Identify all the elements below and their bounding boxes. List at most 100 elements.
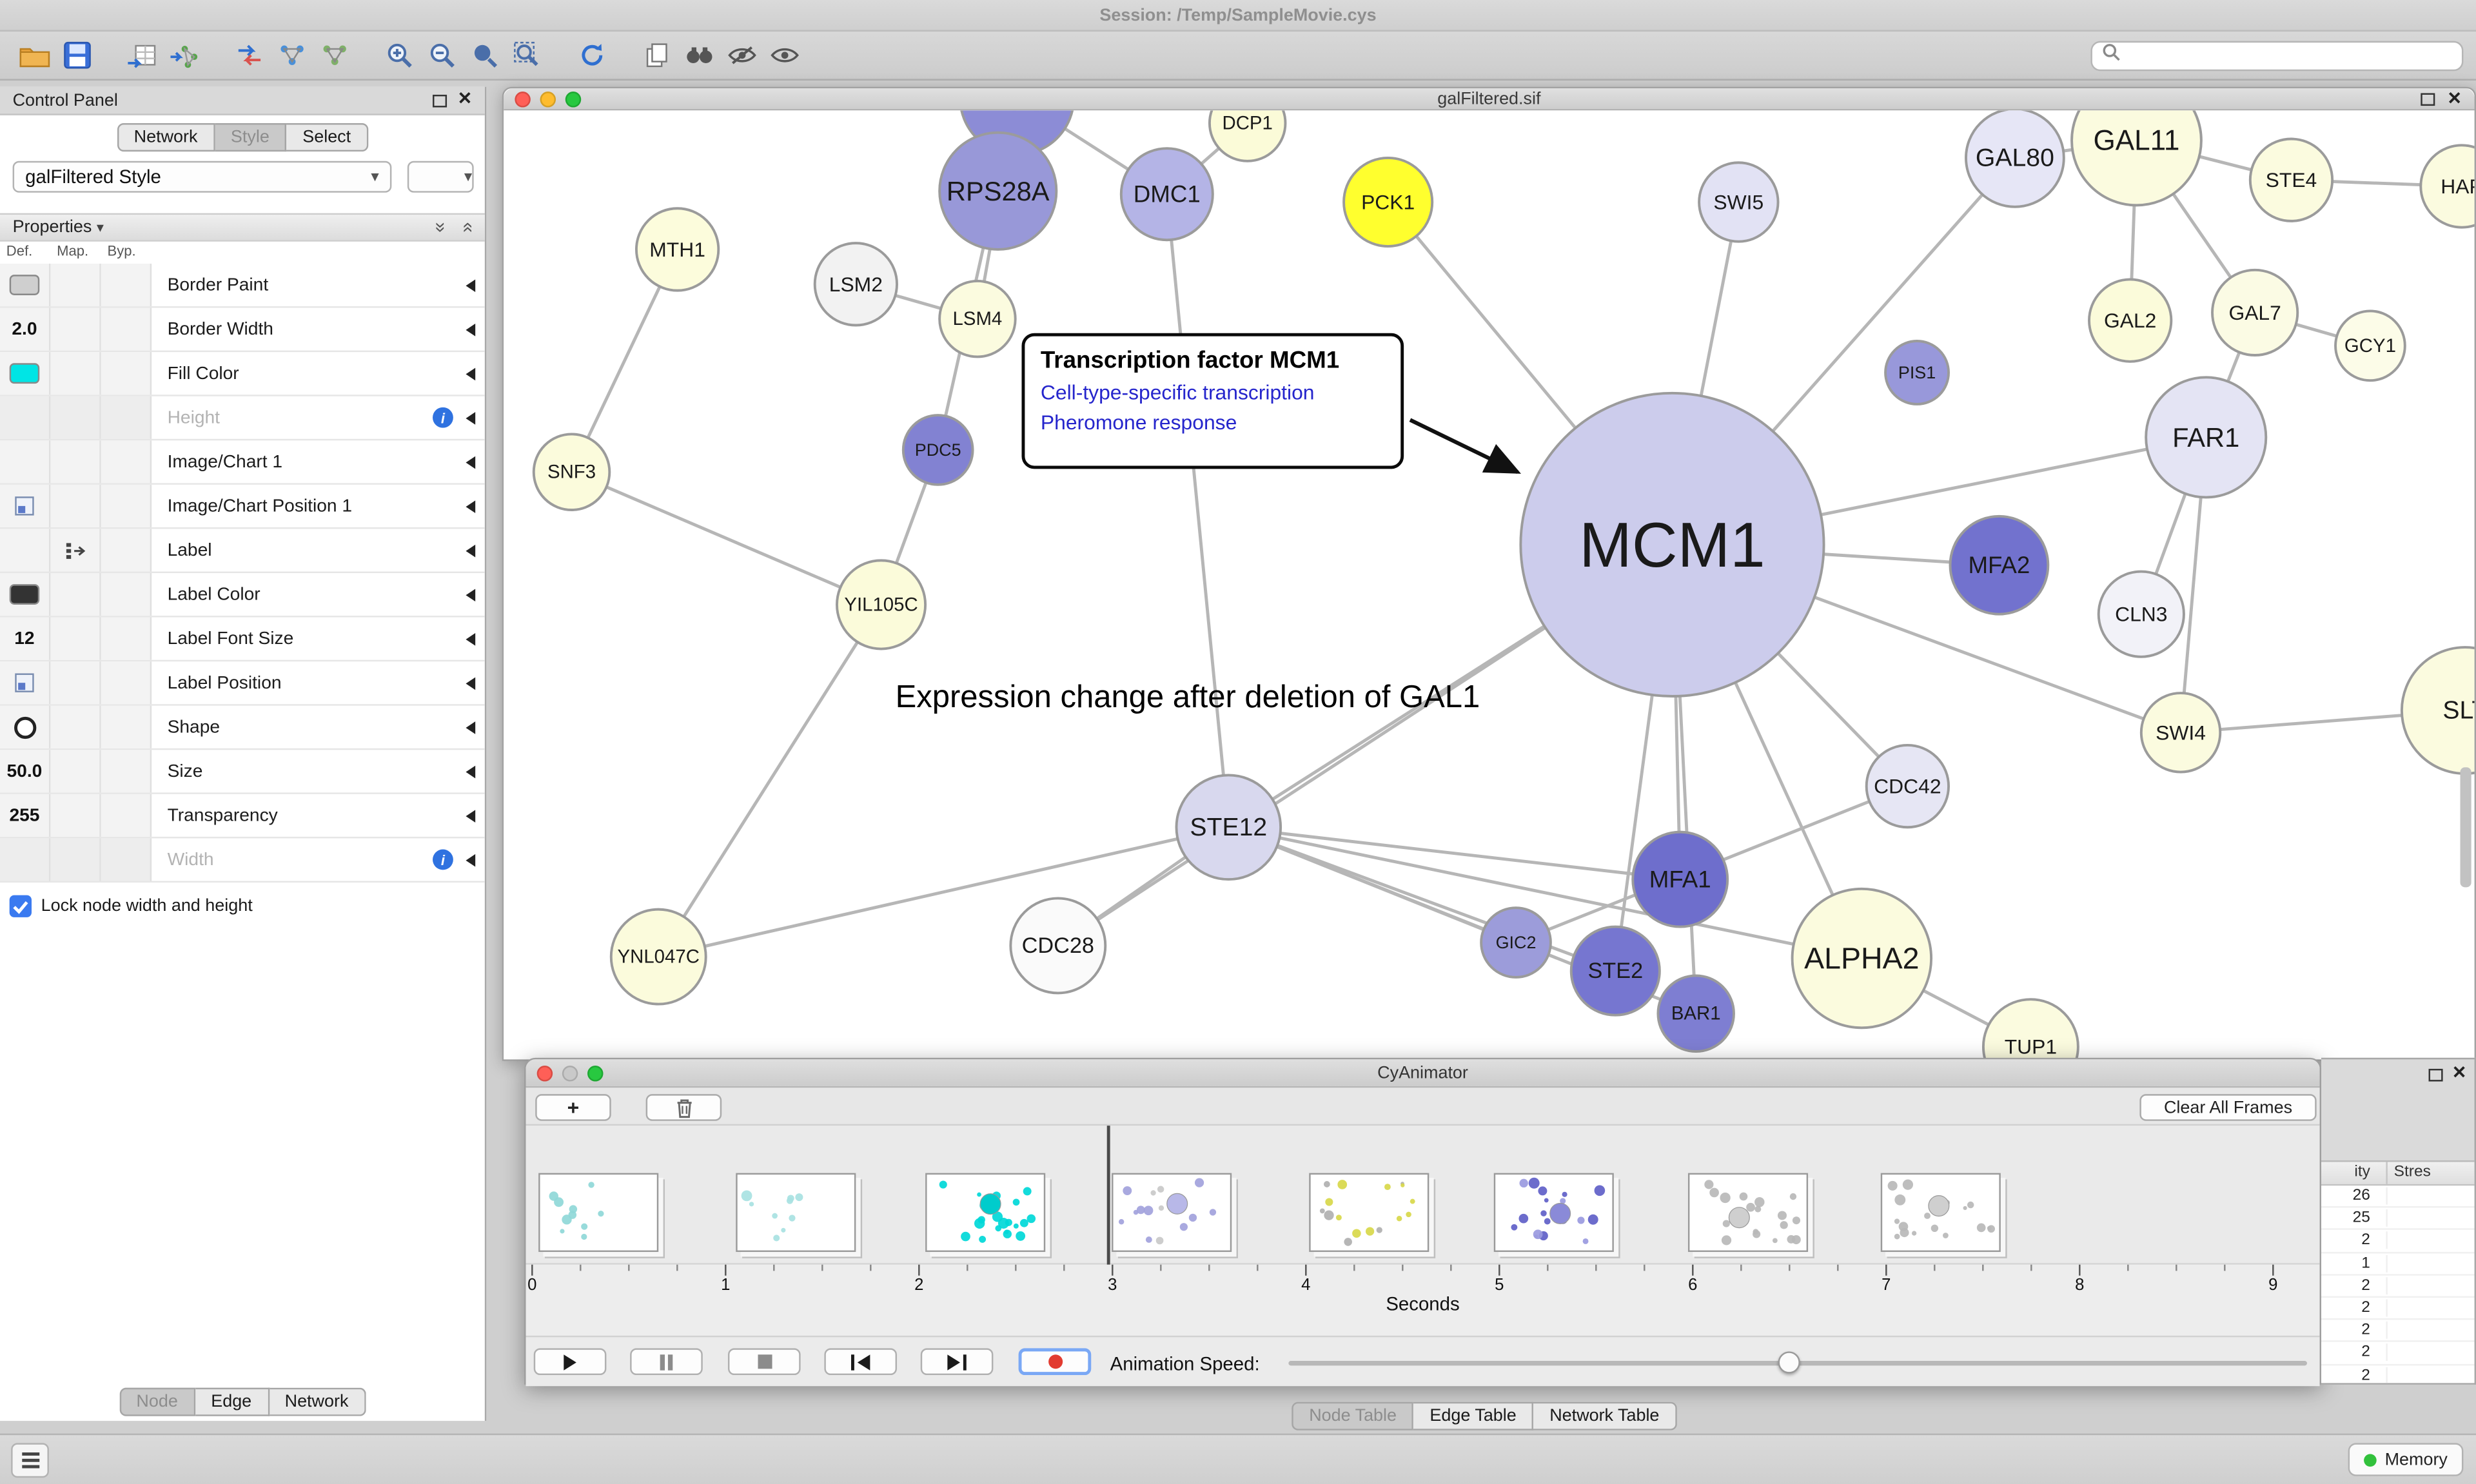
network-node[interactable]: CLN3 (2097, 570, 2185, 658)
network-graph[interactable]: RPS28ADMC1DCP1PCK1SWI5GAL80GAL11STE4HAPM… (504, 110, 2475, 1060)
network-node[interactable]: SWI5 (1698, 161, 1780, 243)
column-header[interactable]: ity (2321, 1162, 2388, 1184)
zoom-out-icon[interactable] (420, 35, 462, 75)
import-network-icon[interactable] (162, 35, 205, 75)
style-selector[interactable]: galFiltered Style ▾ (12, 161, 392, 193)
property-row[interactable]: Image/Chart 1 (0, 440, 485, 485)
expand-all-icon[interactable]: » (429, 222, 452, 233)
show-all-icon[interactable] (763, 35, 805, 75)
collapse-all-icon[interactable]: » (455, 222, 478, 233)
search-box[interactable] (2090, 40, 2464, 70)
minimize-window-button[interactable] (540, 90, 556, 107)
info-icon[interactable]: i (433, 407, 453, 428)
network-node[interactable]: MFA1 (1631, 830, 1729, 928)
property-row[interactable]: Label (0, 529, 485, 573)
expand-arrow-icon[interactable] (466, 322, 476, 336)
open-session-button[interactable] (13, 35, 55, 75)
network-node[interactable]: BAR1 (1656, 974, 1735, 1053)
result-row[interactable]: 25 (2321, 1208, 2475, 1231)
snapshot-icon[interactable] (634, 35, 677, 75)
tab-style[interactable]: Style (215, 123, 287, 152)
lock-node-size-row[interactable]: Lock node width and height (9, 895, 253, 917)
property-row[interactable]: Fill Color (0, 352, 485, 396)
tab-network[interactable]: Network (116, 123, 215, 152)
float-panel-icon[interactable] (2428, 1068, 2443, 1081)
property-row[interactable]: Shape (0, 705, 485, 750)
zoom-fit-icon[interactable] (463, 35, 506, 75)
network-node[interactable]: SNF3 (532, 433, 611, 511)
result-row[interactable]: 2 (2321, 1342, 2475, 1365)
ellipse-shape-icon[interactable] (13, 716, 36, 738)
close-panel-icon[interactable]: ✕ (457, 90, 473, 109)
network-node[interactable]: PCK1 (1342, 156, 1434, 248)
speed-slider[interactable] (1288, 1351, 2307, 1374)
delete-frame-button[interactable] (645, 1094, 722, 1121)
frame-thumbnail-2[interactable] (925, 1173, 1046, 1253)
property-row[interactable]: Label Color (0, 572, 485, 618)
style-options-button[interactable]: ▾ (407, 161, 474, 193)
result-row[interactable]: 2 (2321, 1320, 2475, 1343)
frame-thumbnail-4[interactable] (1309, 1173, 1430, 1253)
network-node[interactable]: ALPHA2 (1791, 887, 1933, 1030)
close-window-button[interactable] (536, 1064, 553, 1081)
expand-arrow-icon[interactable] (466, 455, 476, 469)
refresh-icon[interactable] (570, 35, 613, 75)
maximize-window-button[interactable] (565, 90, 582, 107)
frame-thumbnail-6[interactable] (1687, 1173, 1809, 1253)
color-swatch[interactable] (9, 584, 40, 605)
network-window-titlebar[interactable]: galFiltered.sif ✕ (504, 88, 2475, 111)
expand-arrow-icon[interactable] (466, 853, 476, 866)
network-node[interactable]: CDC42 (1865, 743, 1950, 829)
result-row[interactable]: 2 (2321, 1365, 2475, 1383)
network-node[interactable]: TUP1 (1981, 998, 2079, 1060)
hide-selected-icon[interactable] (720, 35, 763, 75)
minimize-window-button[interactable] (562, 1064, 578, 1081)
network-node[interactable]: DCP1 (1208, 110, 1287, 162)
clear-all-frames-button[interactable]: Clear All Frames (2139, 1094, 2317, 1121)
network-node[interactable]: GAL80 (1965, 110, 2065, 208)
frame-thumbnail-1[interactable] (736, 1173, 856, 1253)
network-node[interactable]: GAL2 (2088, 278, 2173, 363)
network-canvas[interactable]: RPS28ADMC1DCP1PCK1SWI5GAL80GAL11STE4HAPM… (504, 110, 2475, 1060)
expand-arrow-icon[interactable] (466, 765, 476, 778)
network-node[interactable]: CDC28 (1009, 897, 1107, 995)
network-node[interactable]: SWI4 (2139, 692, 2222, 774)
float-window-icon[interactable] (2420, 93, 2435, 106)
find-icon[interactable] (678, 35, 720, 75)
import-table-icon[interactable] (120, 35, 162, 75)
canvas-scrollbar[interactable] (2460, 767, 2471, 888)
speed-slider-thumb[interactable] (1778, 1351, 1800, 1374)
tab-node-table[interactable]: Node Table (1292, 1401, 1414, 1430)
network-node[interactable]: YNL047C (609, 908, 707, 1006)
checkbox-checked-icon[interactable] (9, 895, 32, 917)
expand-arrow-icon[interactable] (466, 632, 476, 645)
network-node[interactable]: GAL11 (2070, 110, 2203, 207)
expand-arrow-icon[interactable] (466, 720, 476, 734)
network-node[interactable]: GAL7 (2211, 268, 2299, 356)
network-node[interactable]: PDC5 (901, 414, 974, 486)
property-row[interactable]: Label Position (0, 661, 485, 706)
network-node[interactable]: GCY1 (2334, 309, 2406, 382)
color-swatch[interactable] (9, 275, 40, 295)
new-network-icon[interactable] (270, 35, 313, 75)
float-panel-icon[interactable] (432, 93, 447, 107)
network-node[interactable]: FAR1 (2145, 376, 2268, 499)
network-node[interactable]: LSM2 (813, 242, 898, 327)
expand-arrow-icon[interactable] (466, 278, 476, 291)
annotation-link-1[interactable]: Cell-type-specific transcription (1040, 380, 1315, 404)
color-swatch[interactable] (9, 363, 40, 384)
info-icon[interactable]: i (433, 849, 453, 870)
tab-edge[interactable]: Edge (195, 1387, 270, 1416)
ann otation-box[interactable]: Transcription factor MCM1 Cell-type-spec… (1021, 333, 1404, 469)
add-frame-button[interactable]: + (535, 1094, 611, 1121)
expand-arrow-icon[interactable] (466, 411, 476, 424)
network-node[interactable]: STE12 (1175, 774, 1282, 881)
next-frame-button[interactable] (920, 1348, 994, 1376)
network-node[interactable]: HAP (2419, 144, 2475, 229)
playhead[interactable] (1106, 1126, 1110, 1265)
